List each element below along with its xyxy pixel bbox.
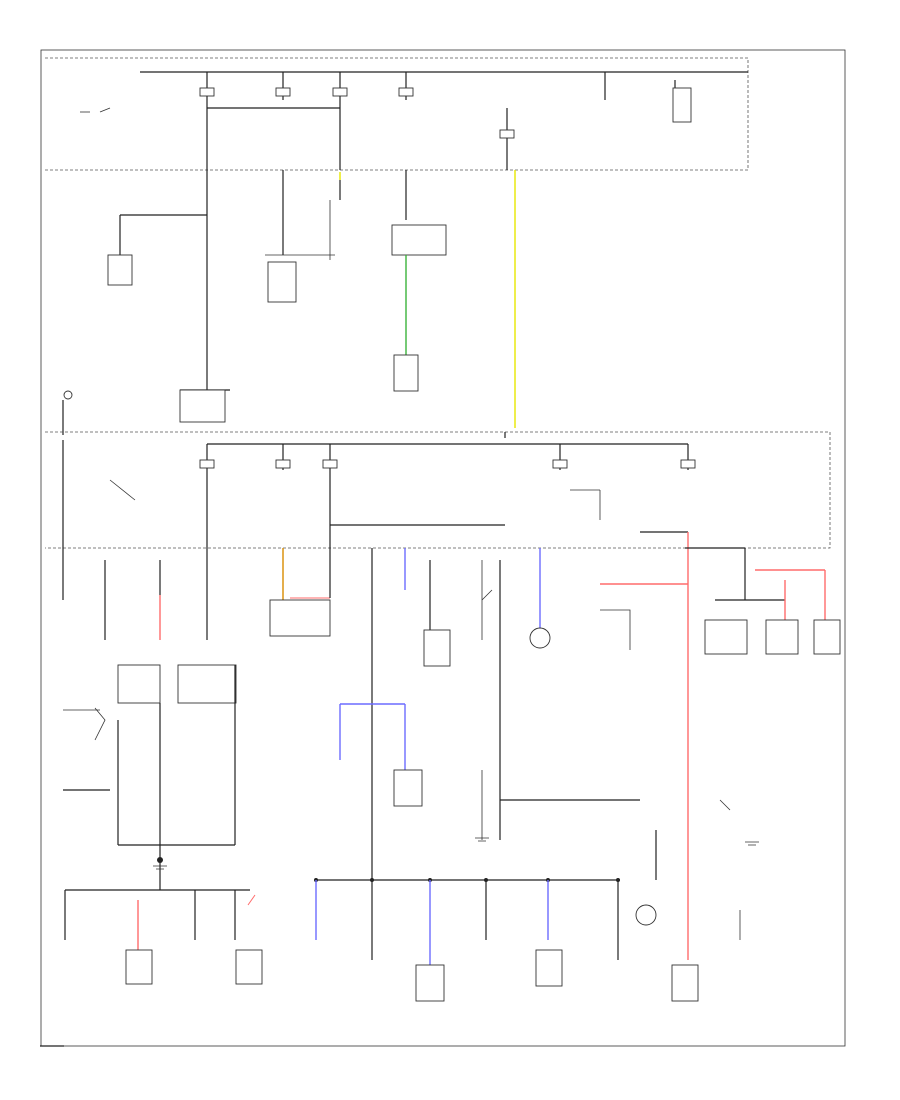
fuse-icon — [398, 87, 414, 97]
lamp-icon — [393, 354, 419, 392]
lamp-icon — [423, 629, 451, 667]
switch-icon — [719, 799, 731, 811]
lower-center-wiring — [269, 548, 640, 1002]
relay-icon — [391, 224, 447, 256]
ground-icon — [475, 837, 489, 842]
fuse-icon — [332, 87, 348, 97]
lamp-icon — [535, 949, 563, 987]
lamp-icon — [635, 904, 657, 926]
lamp-icon — [125, 949, 153, 985]
fuse-icon — [275, 87, 291, 97]
connector-icon — [269, 599, 331, 637]
relay-icon — [672, 87, 692, 123]
ground-icon — [153, 865, 167, 870]
fuse-icon — [322, 459, 338, 469]
lamp-icon — [765, 619, 799, 655]
middle-fuse-box — [45, 431, 831, 549]
fuse-icon — [275, 459, 291, 469]
lamp-icon — [63, 390, 73, 400]
relay-icon — [117, 664, 161, 704]
fuse-icon — [199, 87, 215, 97]
switch-icon — [94, 707, 106, 741]
top-fuse-box — [45, 57, 749, 171]
fuse-icon — [680, 459, 696, 469]
lamp-icon — [107, 254, 133, 286]
fuse-icon — [552, 459, 568, 469]
fuse-icon — [199, 459, 215, 469]
relay-icon — [704, 619, 748, 655]
diagram-frame — [40, 49, 846, 1047]
ground-icons — [40, 837, 759, 1047]
relay-icon — [671, 964, 699, 1002]
lamp-icon — [529, 627, 551, 649]
fuse-icon — [499, 129, 515, 139]
switch-icon — [481, 589, 493, 601]
lamp-icon — [235, 949, 263, 985]
lamp-icon — [393, 769, 423, 807]
ground-icon — [745, 841, 759, 846]
upper-wiring — [62, 170, 516, 435]
lamp-icon — [415, 964, 445, 1002]
switch-icon — [267, 261, 297, 303]
lower-left-wiring — [62, 548, 263, 985]
lamp-icon — [813, 619, 841, 655]
relay-icon — [177, 664, 237, 704]
switch-icon — [179, 389, 226, 423]
lower-right-wiring — [600, 532, 841, 1002]
